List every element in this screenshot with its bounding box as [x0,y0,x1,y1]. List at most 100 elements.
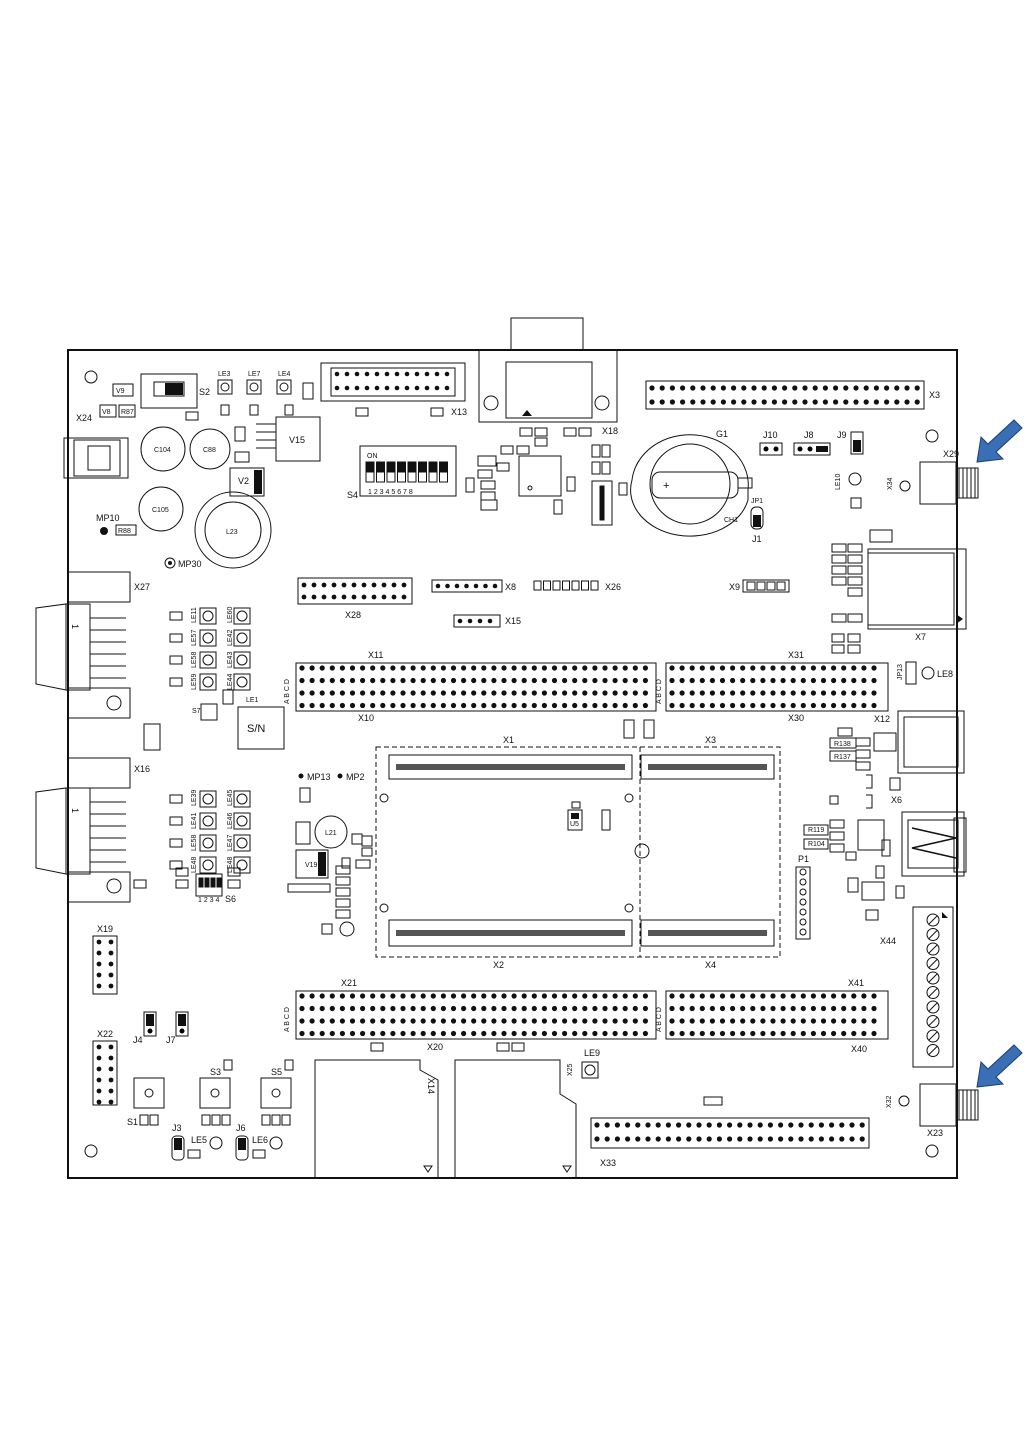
pin [761,399,767,405]
pin [780,1005,786,1012]
svg-text:J6: J6 [236,1123,246,1133]
pin [108,1099,114,1105]
pad [562,580,570,591]
pin [780,993,786,999]
small-headers-row: X28 X8 X26 X9 X15 [297,577,790,628]
pad [571,580,580,591]
pad [169,611,183,621]
pin [679,1018,685,1024]
pin [562,1030,568,1037]
pin [299,702,305,709]
pin [481,690,487,696]
pin [861,677,867,684]
pin [730,702,736,709]
svg-text:LE3: LE3 [218,371,231,378]
pad [429,462,437,473]
pin [541,1018,548,1024]
pin [410,1005,416,1012]
capacitor-c105 [138,486,184,532]
pin [440,1005,446,1012]
pin [390,993,396,999]
svg-text:X4: X4 [705,960,716,970]
svg-text:V2: V2 [238,476,249,486]
pin [747,1136,753,1142]
pin [551,702,558,709]
pin [719,702,726,709]
pin [790,1018,796,1024]
pin [531,1018,537,1024]
pin [381,582,387,588]
pin [720,385,727,391]
pin [669,399,676,405]
pin [730,1005,736,1012]
svg-text:J7: J7 [166,1035,176,1045]
pin [309,1030,315,1037]
pin [450,690,457,696]
header-x33: X33 [590,1096,870,1168]
pin [645,1122,651,1128]
pin [699,702,705,709]
svg-text:LE5: LE5 [191,1135,207,1145]
pin [841,677,847,684]
pin [780,665,786,671]
pin [669,1030,675,1037]
pin [632,702,638,709]
pin [799,868,807,876]
pin [592,690,598,696]
pin [689,993,695,999]
pin [799,908,807,916]
pad [831,613,847,623]
pin [582,690,588,696]
pin [424,371,430,377]
pin [390,665,396,671]
pin [370,1030,376,1037]
pin [380,1018,386,1024]
pin [632,677,638,684]
pin [481,993,487,999]
pin [370,993,376,999]
pin [730,993,736,999]
pad [233,812,251,830]
pin [602,665,608,671]
svg-text:X3: X3 [929,390,940,400]
pin [440,1030,446,1037]
pin [699,665,705,671]
pin [410,1030,416,1037]
pin [696,1136,702,1142]
svg-text:L23: L23 [226,529,238,536]
pin [572,993,578,999]
pin [730,1030,736,1037]
pad [199,629,217,647]
pin [444,371,450,377]
pin [851,677,857,684]
pin [810,1030,817,1037]
screw-slot [928,944,938,954]
pin [319,1005,325,1012]
pin [582,702,588,709]
pin [790,690,796,696]
pad [847,543,863,553]
svg-text:A B C D: A B C D [656,1007,663,1032]
pin [757,1122,763,1128]
svg-text:X28: X28 [345,610,361,620]
pin [760,665,766,671]
pin [632,1005,638,1012]
pin [430,1005,436,1012]
pin [562,993,568,999]
led [202,815,214,827]
pin [802,399,808,405]
pin [311,594,317,600]
pin [329,665,335,671]
pin [380,1030,386,1037]
pin [592,677,598,684]
pin [686,1136,692,1142]
pin [430,1018,436,1024]
pin [491,1018,497,1024]
pin [747,1122,753,1128]
pin [572,1018,578,1024]
svg-text:X16: X16 [134,764,150,774]
pin [582,1030,588,1037]
pin [491,690,497,696]
pin [541,677,548,684]
pin [582,1005,588,1012]
